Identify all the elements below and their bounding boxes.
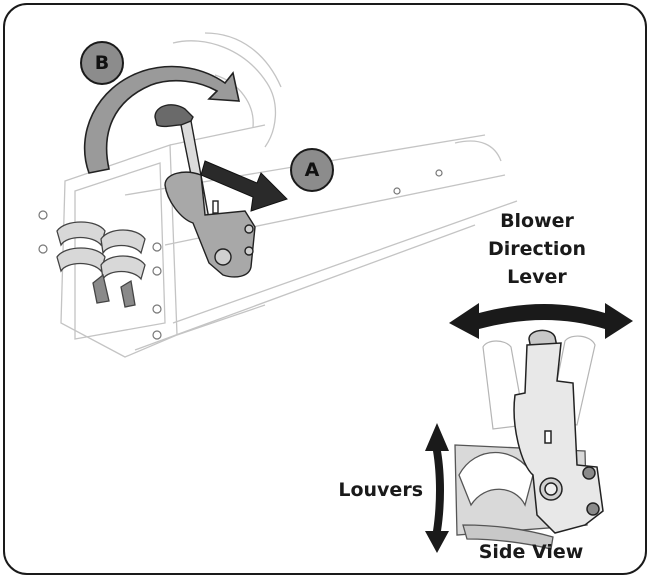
diagram-frame: A B Blower Direction Lever Louvers Side … <box>3 3 647 575</box>
callout-b: B <box>80 41 124 85</box>
callout-a: A <box>290 148 334 192</box>
lever-label-line1: Blower <box>500 210 574 232</box>
housing-bolts <box>38 169 443 340</box>
side-lever <box>513 329 604 534</box>
lever-label-line3: Lever <box>507 266 567 288</box>
lever-double-arrow <box>449 303 633 339</box>
housing-louvers <box>56 221 146 308</box>
louvers-double-arrow <box>425 423 449 553</box>
arrow-b <box>83 65 241 174</box>
arrow-a <box>200 160 288 212</box>
housing-lever <box>154 104 256 278</box>
louvers-label: Louvers <box>338 479 423 501</box>
side-view-label: Side View <box>478 541 584 563</box>
diagram-art <box>38 32 633 553</box>
lever-label-line2: Direction <box>488 238 586 260</box>
